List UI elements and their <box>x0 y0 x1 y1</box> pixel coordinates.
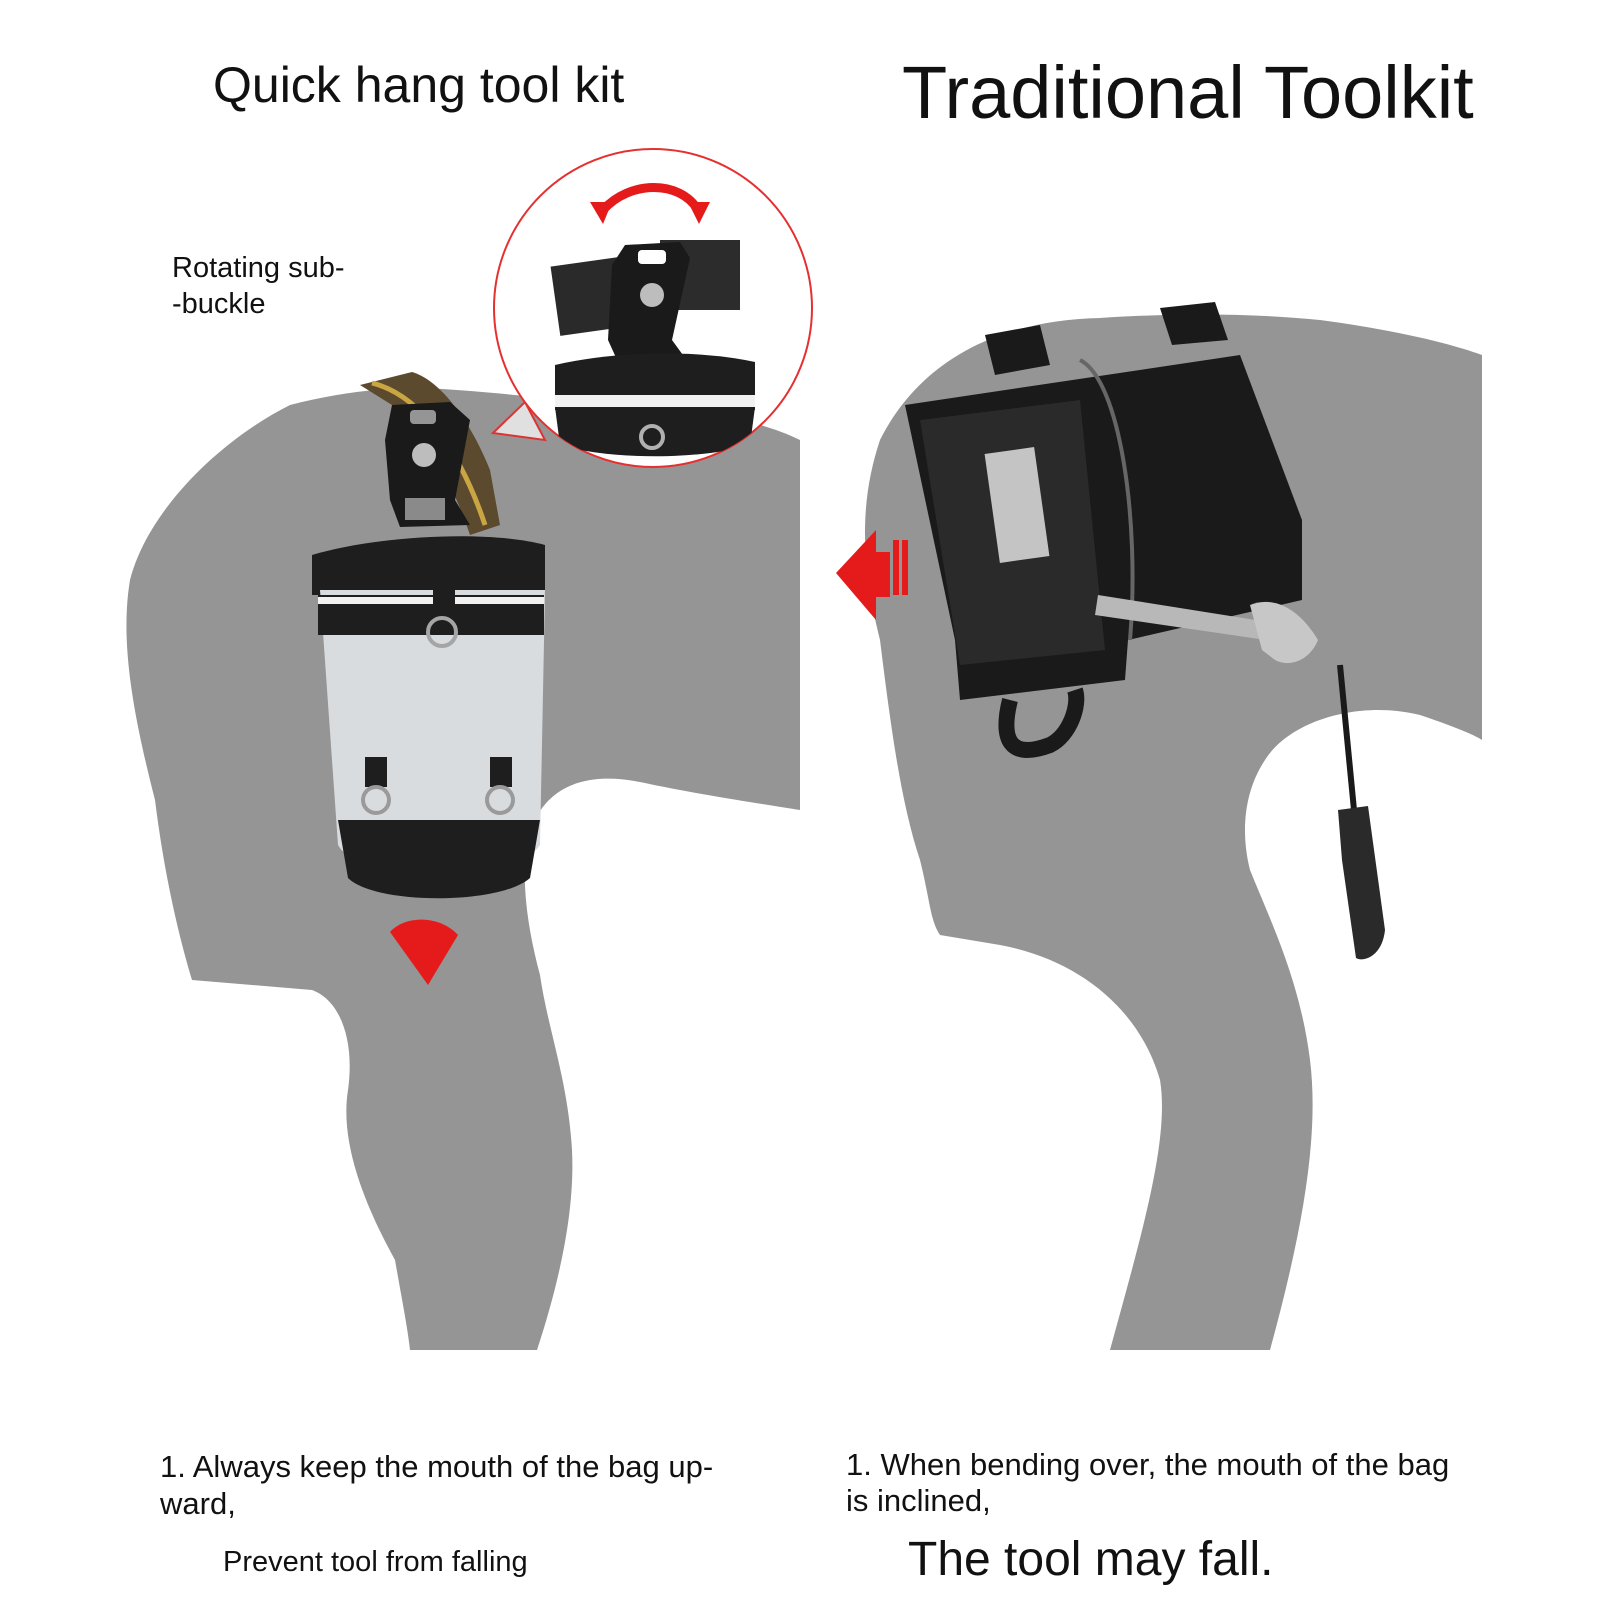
buckle-callout: Rotating sub- -buckle <box>172 250 345 322</box>
belt-strap <box>360 372 500 535</box>
callout-line-2: -buckle <box>172 288 266 320</box>
screwdriver-icon <box>1337 664 1385 960</box>
right-panel-title: Traditional Toolkit <box>902 51 1474 134</box>
right-caption-line-2: is inclined, <box>846 1483 991 1518</box>
zoom-inset <box>490 148 813 468</box>
left-subcaption: Prevent tool from falling <box>223 1546 528 1578</box>
left-arrow-icon <box>836 530 908 620</box>
right-subcaption: The tool may fall. <box>908 1533 1274 1586</box>
quick-hang-bag <box>312 536 545 899</box>
right-caption: 1. When bending over, the mouth of the b… <box>846 1447 1449 1519</box>
wrench-icon <box>1095 595 1318 664</box>
down-arrow-icon <box>390 919 458 985</box>
right-caption-line-1: 1. When bending over, the mouth of the b… <box>846 1447 1450 1482</box>
left-caption-line-2: ward, <box>160 1486 236 1521</box>
left-caption-line-1: 1. Always keep the mouth of the bag up- <box>160 1449 714 1484</box>
left-caption: 1. Always keep the mouth of the bag up- … <box>160 1448 713 1522</box>
rotating-buckle <box>385 402 470 527</box>
rotate-arrow-icon <box>599 183 702 214</box>
callout-line-1: Rotating sub- <box>172 252 345 284</box>
left-panel-title: Quick hang tool kit <box>213 57 625 113</box>
